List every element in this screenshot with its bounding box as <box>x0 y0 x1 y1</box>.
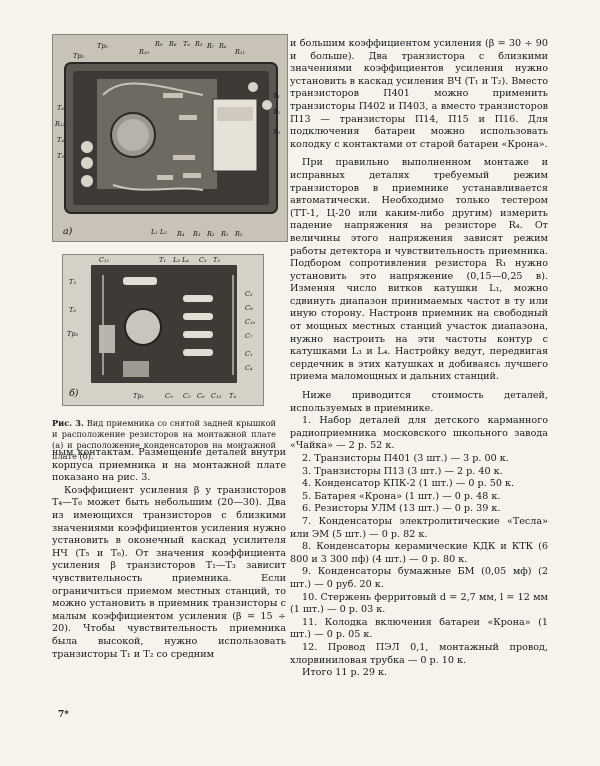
list-total: Итого 11 р. 29 к. <box>302 667 388 679</box>
list-item: 9. Конденсаторы бумажные БМ (0,05 мф) (2… <box>290 566 548 590</box>
photo-capacitor-layout: С₁₁ Т₁ L₃ L₄ С₃ Т₂ С₂ С₈ С₁₀ С₇ Т₅ Т₆ Тр… <box>62 254 264 406</box>
label-b-c13: С₁₃ <box>211 392 222 400</box>
label-tr2-b: Тр₂ <box>67 330 79 338</box>
capacitor-board-drawing <box>63 255 263 405</box>
label-r6: R₆ <box>219 42 227 50</box>
photo-receiver-back-removed: Тр₂ Тр₁ R₁₀ R₉ R₈ Т₆ R₅ R₇ R₆ R₁₁ Т₆ R₁₂… <box>52 34 288 242</box>
caption-text: Вид приемника со снятой задней крышкой и… <box>52 418 277 461</box>
label-c10: С₁₀ <box>245 318 256 326</box>
list-item: 10. Стержень ферритовый d = 2,7 мм, l = … <box>290 591 548 616</box>
label-left-t6: Т₆ <box>57 104 64 112</box>
list-item: 5. Батарея «Крона» (1 шт.) — 0 р. 48 к. <box>302 490 501 502</box>
label-b-c5: С₅ <box>183 392 191 400</box>
paragraph: Ниже приводится стоимость деталей, испол… <box>290 390 548 414</box>
label-b-t4: Т₄ <box>229 392 236 400</box>
label-tr2: Тр₂ <box>73 52 85 60</box>
receiver-photo-drawing <box>53 35 287 241</box>
label-r9: R₉ <box>155 40 163 48</box>
list-item: 12. Провод ПЭЛ 0,1, монтажный провод, хл… <box>290 641 548 666</box>
figure-column: Тр₂ Тр₁ R₁₀ R₉ R₈ Т₆ R₅ R₇ R₆ R₁₁ Т₆ R₁₂… <box>52 34 288 462</box>
list-item: 1. Набор деталей для детского карманного… <box>290 415 548 452</box>
label-r4: R₄ <box>177 230 185 238</box>
paragraph: и большим коэффициентом усиления (β = 30… <box>290 38 548 150</box>
label-c1: С₁ <box>245 350 253 358</box>
label-r7: R₇ <box>207 42 215 50</box>
label-t1: Т₁ <box>159 256 166 264</box>
label-right-t3: Т₃ <box>273 128 280 136</box>
list-item: 7. Конденсаторы электролитические «Тесла… <box>290 515 548 540</box>
list-item: 3. Транзисторы П13 (3 шт.) — 2 р. 40 к. <box>302 465 503 477</box>
label-t6: Т₆ <box>69 306 76 314</box>
label-right-t1: Т₁ <box>273 92 280 100</box>
label-r11: R₁₁ <box>235 48 246 56</box>
label-r3: R₃ <box>193 230 201 238</box>
figure-caption: Рис. 3. Вид приемника со снятой задней к… <box>52 418 286 462</box>
label-t2: Т₂ <box>213 256 220 264</box>
list-item: 8. Конденсаторы керамические КДК и КТК (… <box>290 541 548 565</box>
list-item: 4. Конденсатор КПК-2 (1 шт.) — 0 р. 50 к… <box>302 478 515 490</box>
label-right-t2: Т₂ <box>273 108 280 116</box>
label-t5: Т₅ <box>69 278 76 286</box>
list-item: 2. Транзисторы П401 (3 шт.) — 3 р. 00 к. <box>302 453 509 464</box>
parts-cost-list: 1. Набор деталей для детского карманного… <box>290 415 548 679</box>
label-c2: С₂ <box>245 290 253 298</box>
label-r2b: R₂ <box>235 230 243 238</box>
label-r8: R₈ <box>169 40 177 48</box>
label-r10: R₁₀ <box>139 48 150 56</box>
label-c7: С₇ <box>245 332 253 340</box>
label-c3: С₃ <box>199 256 207 264</box>
label-b-c9: С₉ <box>165 392 173 400</box>
caption-title: Рис. 3. <box>52 418 84 428</box>
label-r5: R₅ <box>195 40 203 48</box>
panel-b-tag: б) <box>69 388 79 399</box>
label-l3-l4: L₃ L₄ <box>173 256 189 264</box>
list-item: 6. Резисторы УЛМ (13 шт.) — 0 р. 39 к. <box>302 503 501 515</box>
label-c11: С₁₁ <box>99 256 110 264</box>
label-left-t4: Т₄ <box>57 136 64 144</box>
left-text-block: ным контактам. Размещение деталей внутри… <box>52 447 286 661</box>
label-left-t5: Т₅ <box>57 152 64 160</box>
label-c4: С₄ <box>245 364 253 372</box>
right-text-column: и большим коэффициентом усиления (β = 30… <box>290 38 548 680</box>
label-b-tr1: Тр₁ <box>133 392 145 400</box>
list-item: 11. Колодка включения батареи «Крона» (1… <box>290 616 548 641</box>
label-t6a: Т₆ <box>183 40 190 48</box>
label-l1-l2: L₁ L₂ <box>151 228 167 236</box>
label-r2: R₂ <box>207 230 215 238</box>
paragraph: ным контактам. Размещение деталей внутри… <box>52 447 286 484</box>
panel-a-tag: а) <box>63 226 73 237</box>
label-b-c6: С₆ <box>197 392 205 400</box>
paragraph: При правильно выполненном монтаже и испр… <box>290 157 548 383</box>
label-tr1: Тр₁ <box>97 42 109 50</box>
page-number: 7* <box>58 710 69 720</box>
label-c8: С₈ <box>245 304 253 312</box>
label-r1: R₁ <box>221 230 229 238</box>
paragraph: Коэффициент усиления β у транзисторов T₄… <box>52 484 286 660</box>
label-left-r12: R₁₂ <box>55 120 66 128</box>
